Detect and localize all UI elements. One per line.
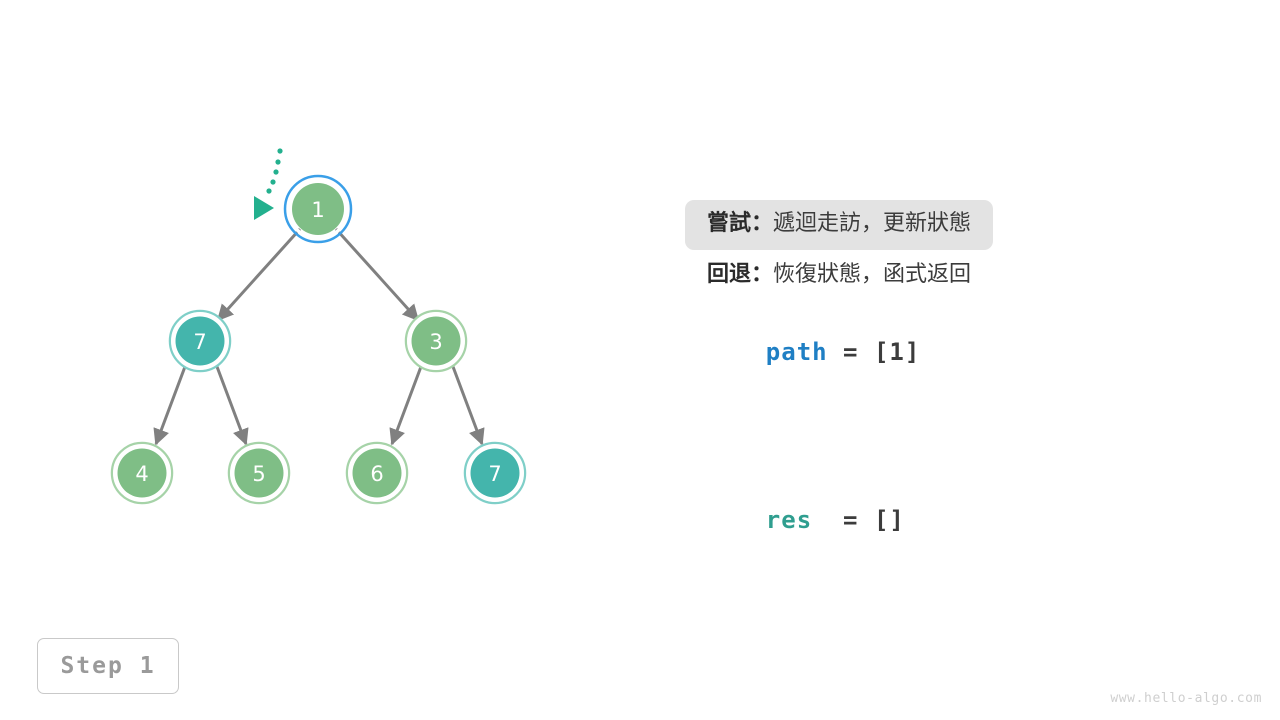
node-7l-inner-ring [171,312,229,370]
path-variable-line: path = [1] [685,310,1245,394]
node-1-inner-ring [286,177,350,241]
tree-svg: 1 7 3 4 5 [110,148,527,505]
node-5-outer-ring [227,441,291,505]
edge-7l-to-5 [214,363,249,446]
node-1-label: 1 [311,198,324,222]
node-6-inner-ring [348,444,406,502]
back-line-text: 恢復狀態，函式返回 [773,262,972,287]
info-panel: 嘗試：遞迴走訪，更新狀態 回退：恢復狀態，函式返回 path = [1] res… [685,200,1245,562]
node-7r-circle [470,448,520,498]
node-3-outer-ring [404,309,468,373]
back-line: 回退：恢復狀態，函式返回 [685,250,1245,286]
path-variable-value: = [1] [827,338,921,366]
res-variable-value: = [] [812,506,905,534]
tree-node-1[interactable]: 1 [283,174,353,244]
try-line-keyword: 嘗試： [707,211,774,236]
node-7l-label: 7 [193,330,206,354]
node-7r-inner-ring [466,444,524,502]
tree-diagram: 1 7 3 4 5 [110,148,527,505]
node-1-circle [292,183,344,235]
back-line-keyword: 回退： [707,262,774,287]
tree-node-7-right[interactable]: 7 [463,441,527,505]
node-5-label: 5 [252,462,265,486]
edge-3-to-7r [450,363,485,446]
tree-node-7-left[interactable]: 7 [168,309,232,373]
tree-node-4[interactable]: 4 [110,441,174,505]
res-variable-line: res = [] [685,478,1245,562]
node-3-circle [411,316,461,366]
tree-edges [153,227,485,446]
edge-7l-to-4 [153,363,188,446]
node-4-circle [117,448,167,498]
node-4-inner-ring [113,444,171,502]
node-6-circle [352,448,402,498]
edge-3-to-6 [389,363,424,446]
step-badge-label: Step 1 [60,653,156,679]
node-4-label: 4 [135,462,148,486]
try-line-text: 遞迴走訪，更新狀態 [773,211,972,236]
watermark: www.hello-algo.com [1110,691,1262,706]
tree-node-3[interactable]: 3 [404,309,468,373]
edge-1-to-7l [216,227,302,322]
node-1-highlight-ring [283,174,353,244]
node-3-inner-ring [407,312,465,370]
res-variable-name: res [765,506,813,534]
node-7l-outer-ring [168,309,232,373]
node-3-label: 3 [429,330,442,354]
node-6-outer-ring [345,441,409,505]
step-badge: Step 1 [37,638,179,694]
node-5-circle [234,448,284,498]
tree-node-6[interactable]: 6 [345,441,409,505]
tree-node-5[interactable]: 5 [227,441,291,505]
dotted-arrow-pointer-icon [254,148,283,220]
node-6-label: 6 [370,462,383,486]
try-line-highlighted: 嘗試：遞迴走訪，更新狀態 [685,200,994,250]
edge-1-to-3 [334,227,420,322]
node-4-outer-ring [110,441,174,505]
node-7l-circle [175,316,225,366]
path-variable-name: path [765,338,828,366]
node-5-inner-ring [230,444,288,502]
node-7r-outer-ring [463,441,527,505]
node-7r-label: 7 [488,462,501,486]
